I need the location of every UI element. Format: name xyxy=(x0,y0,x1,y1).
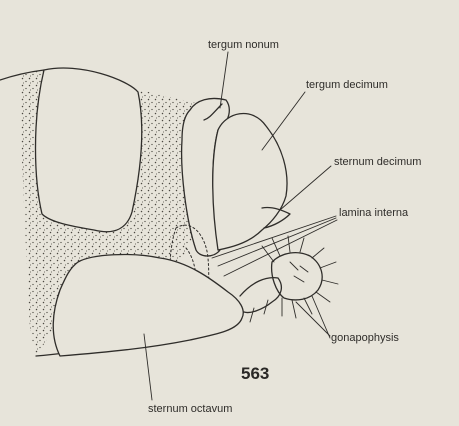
label-tergum-nonum: tergum nonum xyxy=(208,40,279,51)
label-lamina-interna: lamina interna xyxy=(339,208,408,219)
gonapophysis-stylus xyxy=(272,253,323,300)
figure-number: 563 xyxy=(241,365,269,382)
label-gonapophysis: gonapophysis xyxy=(331,333,399,344)
label-tergum-decimum: tergum decimum xyxy=(306,80,388,91)
leader-gonapophysis-1 xyxy=(296,302,330,336)
label-sternum-decimum: sternum decimum xyxy=(334,157,421,168)
leader-tergum-decimum xyxy=(262,92,305,150)
label-sternum-octavum: sternum octavum xyxy=(148,404,232,415)
tergum-octavum-plate xyxy=(36,68,142,232)
gonapophysis-base xyxy=(240,278,281,313)
leader-gonapophysis-2 xyxy=(312,296,330,338)
leader-sternum-decimum xyxy=(280,166,331,210)
sternum-octavum-plate xyxy=(53,255,243,356)
tergum-decimum-plate xyxy=(213,114,287,250)
